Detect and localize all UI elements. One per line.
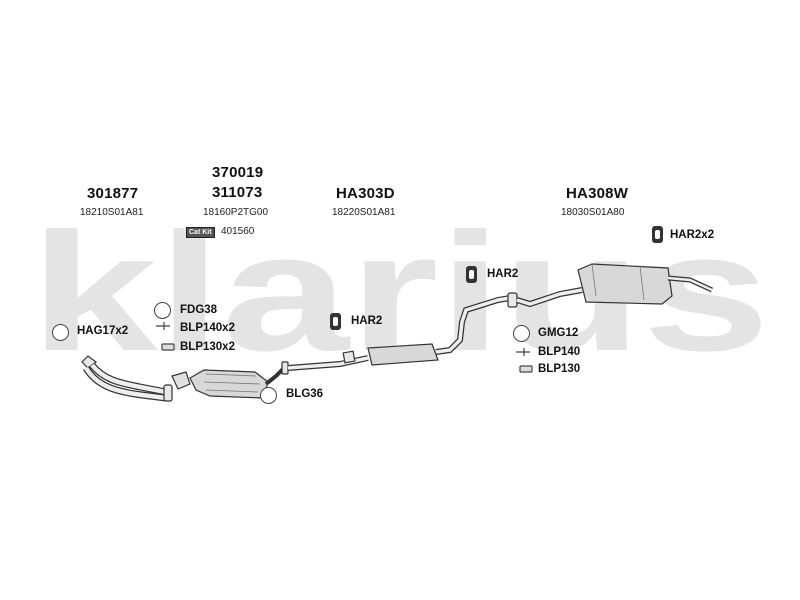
catalyst-part-number-1: 370019 (212, 164, 264, 181)
gmg12-ring-icon (513, 325, 530, 342)
hag17x2-ring-icon (52, 324, 69, 341)
gmg12-label: GMG12 (538, 327, 579, 339)
fdg38-label: FDG38 (180, 304, 218, 316)
front-pipe-oe-number: 18210S01A81 (80, 207, 144, 218)
center-box-part (281, 292, 518, 375)
blp130-label: BLP130 (538, 363, 581, 375)
blp140x2-label: BLP140x2 (180, 322, 235, 334)
center-box-oe-number: 18220S01A81 (332, 207, 396, 218)
blp140-label: BLP140 (538, 346, 581, 358)
hag17x2-label: HAG17x2 (77, 325, 129, 337)
catalyst-oe-number: 18160P2TG00 (203, 207, 269, 218)
catkit-badge: Cat Kit (186, 227, 215, 238)
bolt-icons (156, 322, 533, 373)
blg36-ring-icon (260, 387, 277, 404)
front-pipe-part (81, 355, 173, 402)
blg36-label: BLG36 (286, 388, 324, 400)
har2-center-label: HAR2 (351, 315, 383, 327)
rear-box-part-number: HA308W (566, 185, 629, 202)
hanger-icons (330, 226, 663, 330)
rear-box-part (516, 263, 714, 308)
fdg38-ring-icon (154, 302, 171, 319)
catalyst-part (171, 366, 286, 399)
rear-box-oe-number: 18030S01A80 (561, 207, 625, 218)
catkit-number: 401560 (221, 226, 255, 237)
catalyst-part-number-2: 311073 (212, 184, 263, 201)
center-box-part-number: HA303D (336, 185, 395, 202)
blp130x2-label: BLP130x2 (180, 341, 235, 353)
front-pipe-part-number: 301877 (87, 185, 139, 202)
har2-mid-label: HAR2 (487, 268, 519, 280)
har2x2-label: HAR2x2 (670, 229, 715, 241)
